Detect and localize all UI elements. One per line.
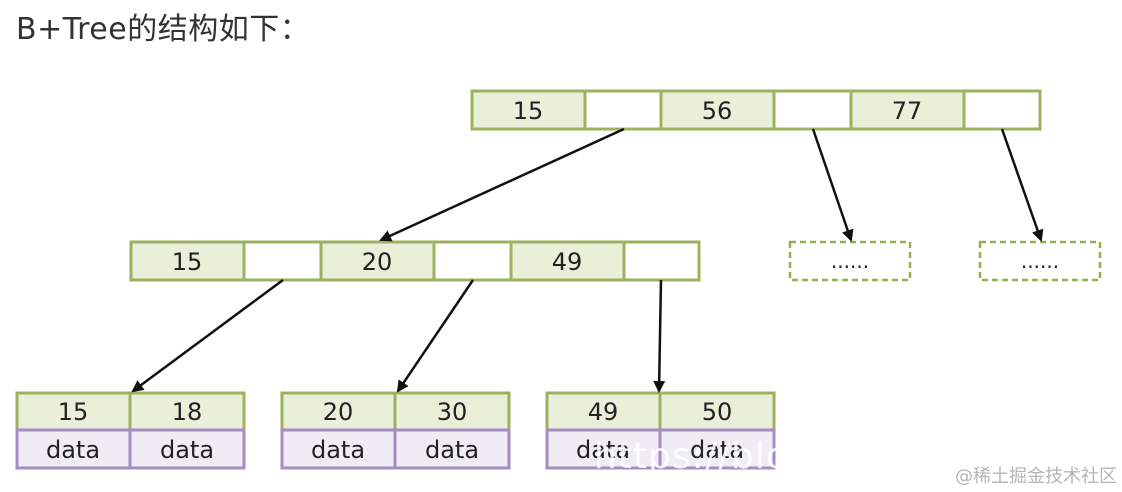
leaf-node: 15 18 data data — [15, 391, 246, 470]
site-watermark: @稀土掘金技术社区 — [955, 466, 1117, 487]
leaf-key-label: 20 — [323, 398, 354, 426]
placeholder-node: ...... — [788, 240, 912, 282]
pointer-arrow — [811, 128, 854, 242]
internal-key-cell — [129, 240, 246, 282]
pointer-arrow — [1000, 128, 1044, 242]
placeholder-ellipsis: ...... — [1021, 249, 1059, 273]
leaf-data-cell — [15, 428, 132, 470]
leaf-data-label: data — [576, 436, 630, 464]
placeholder-ellipsis: ...... — [831, 249, 869, 273]
diagram-heading: B+Tree的结构如下： — [16, 12, 311, 47]
root-key-cell — [659, 89, 776, 131]
leaf-data-label: data — [311, 436, 365, 464]
internal-pointer-cell — [622, 240, 701, 282]
internal-key-cell — [319, 240, 436, 282]
root-key-label: 77 — [892, 97, 923, 125]
leaf-data-cell — [128, 428, 246, 470]
internal-key-label: 49 — [552, 248, 583, 276]
pointer-arrow — [653, 279, 666, 393]
leaf-key-label: 49 — [588, 398, 619, 426]
root-key-cell — [849, 89, 966, 131]
leaf-data-cell — [658, 428, 776, 470]
root-node: 15 56 77 — [470, 89, 1042, 131]
leaf-key-label: 50 — [702, 398, 733, 426]
internal-pointer-cell — [242, 240, 323, 282]
leaf-data-cell — [393, 428, 511, 470]
leaf-data-label: data — [690, 436, 744, 464]
leaf-key-cell — [393, 391, 511, 432]
root-key-label: 15 — [513, 97, 544, 125]
root-key-cell — [470, 89, 587, 131]
leaf-key-cell — [658, 391, 776, 432]
internal-pointer-cell — [432, 240, 513, 282]
url-watermark: https://blog — [594, 436, 779, 477]
internal-key-label: 20 — [362, 248, 393, 276]
placeholder-node: ...... — [978, 240, 1102, 282]
pointer-arrow — [396, 279, 475, 393]
pointer-arrows — [131, 127, 1044, 393]
leaf-data-label: data — [46, 436, 100, 464]
root-pointer-cell — [962, 89, 1042, 131]
pointer-arrow — [379, 127, 625, 242]
internal-node: 15 20 49 — [129, 240, 701, 282]
internal-key-cell — [509, 240, 626, 282]
root-pointer-cell — [772, 89, 853, 131]
internal-key-label: 15 — [172, 248, 203, 276]
leaf-data-label: data — [425, 436, 479, 464]
leaf-data-cell — [545, 428, 662, 470]
leaf-key-label: 15 — [58, 398, 89, 426]
root-pointer-cell — [583, 89, 663, 131]
root-key-label: 56 — [702, 97, 733, 125]
leaf-data-label: data — [160, 436, 214, 464]
leaf-key-label: 30 — [437, 398, 468, 426]
leaf-key-label: 18 — [172, 398, 203, 426]
placeholder-box — [788, 240, 912, 282]
leaf-key-cell — [128, 391, 246, 432]
leaf-node: 49 50 data data — [545, 391, 776, 470]
placeholder-box — [978, 240, 1102, 282]
pointer-arrow — [131, 278, 284, 393]
leaf-node: 20 30 data data — [280, 391, 511, 470]
leaf-data-cell — [280, 428, 397, 470]
